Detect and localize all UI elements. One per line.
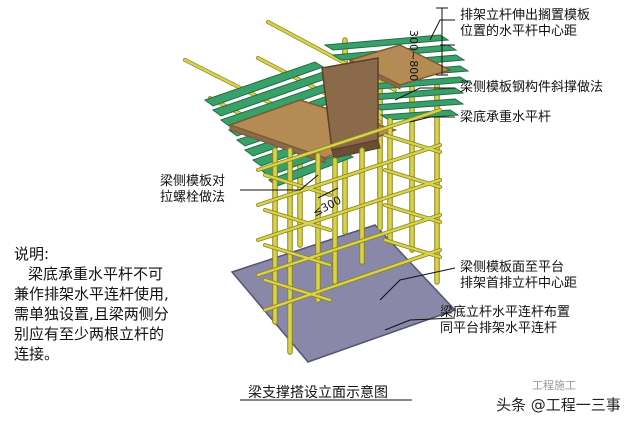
watermark-faint: 工程施工 <box>532 379 576 392</box>
label-ledger-layout: 梁底立杆水平连杆布置 同平台排架水平连杆 <box>440 305 571 336</box>
label-form-to-pole-distance: 梁侧模板面至平台 排架首排立杆中心距 <box>460 260 578 291</box>
note-block: 说明: 梁底承重水平杆不可 兼作排架水平连杆使用, 需单独设置,且梁两侧分 别应… <box>14 244 234 364</box>
label-beam-bottom-bar: 梁底承重水平杆 <box>460 110 552 125</box>
beam-side-form <box>321 57 379 151</box>
note-line: 连接。 <box>14 345 60 363</box>
note-line: 需单独设置,且梁两侧分 <box>14 305 169 323</box>
dimension-top: 300~800 <box>407 30 420 82</box>
label-tie-bolt: 梁侧模板对 拉螺栓做法 <box>160 174 226 205</box>
figure-caption: 梁支撑搭设立面示意图 <box>248 385 388 401</box>
note-title: 说明: <box>14 245 50 263</box>
watermark: 头条 @工程一三事 <box>496 396 621 414</box>
note-line: 别应有至少两根立杆的 <box>14 325 165 343</box>
label-diagonal-brace: 梁侧模板钢构件斜撑做法 <box>460 80 604 95</box>
dimension-marks <box>317 7 448 199</box>
note-line: 梁底承重水平杆不可 <box>28 265 164 283</box>
leader-lines <box>240 19 456 331</box>
note-line: 兼作排架水平连杆使用, <box>14 285 169 303</box>
label-pole-spacing: 排架立杆伸出搁置模板 位置的水平杆中心距 <box>460 8 591 39</box>
